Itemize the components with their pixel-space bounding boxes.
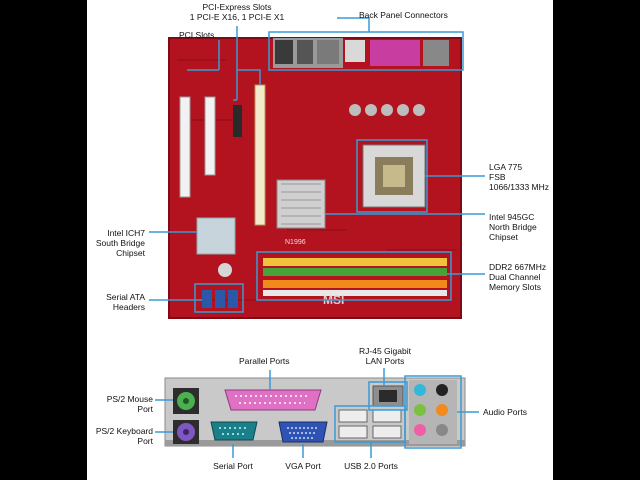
vga-port (278, 421, 328, 443)
label-ps2-keyboard: PS/2 Keyboard Port (95, 426, 153, 446)
diagram-page: MSI N1996 (87, 0, 553, 480)
north-bridge-heatsink (276, 179, 326, 229)
label-sata: Serial ATA Headers (106, 292, 145, 312)
parallel-port (224, 389, 322, 411)
usb-ports (338, 409, 402, 439)
south-bridge-heatsink (196, 217, 236, 255)
label-back-panel-connectors: Back Panel Connectors (359, 10, 448, 20)
label-usb-ports: USB 2.0 Ports (344, 461, 398, 471)
ps2-mouse-port (173, 388, 199, 414)
label-lga775: LGA 775 FSB 1066/1333 MHz (489, 162, 550, 192)
callout-lines-board (149, 17, 485, 313)
callout-lines-backpanel (155, 368, 479, 458)
label-rj45: RJ-45 Gigabit LAN Ports (359, 346, 411, 366)
label-south-bridge: Intel ICH7 South Bridge Chipset (95, 228, 145, 258)
sata-headers (202, 290, 238, 308)
memory-slots (263, 258, 447, 296)
serial-port (210, 421, 258, 441)
label-vga-port: VGA Port (285, 461, 321, 471)
ps2-keyboard-port (173, 420, 199, 444)
motherboard-illustration: MSI N1996 (149, 17, 485, 458)
pci-slots (179, 96, 216, 198)
label-parallel-ports: Parallel Ports (239, 356, 290, 366)
audio-ports (409, 380, 457, 444)
label-audio-ports: Audio Ports (483, 407, 527, 417)
label-serial-port: Serial Port (213, 461, 253, 471)
capacitors (218, 104, 425, 277)
board-io-block (273, 38, 449, 68)
board-chip-mark: N1996 (285, 239, 306, 246)
label-pci-express-slots: PCI-Express Slots 1 PCI-E X16, 1 PCI-E X… (189, 2, 285, 22)
rj45-lan-port (372, 385, 404, 407)
label-pci-slots: PCI Slots (179, 30, 215, 40)
label-north-bridge: Intel 945GC North Bridge Chipset (489, 212, 537, 242)
cpu-socket (362, 144, 426, 208)
label-ps2-mouse: PS/2 Mouse Port (106, 394, 153, 414)
label-memory-slots: DDR2 667MHz Dual Channel Memory Slots (489, 262, 547, 292)
